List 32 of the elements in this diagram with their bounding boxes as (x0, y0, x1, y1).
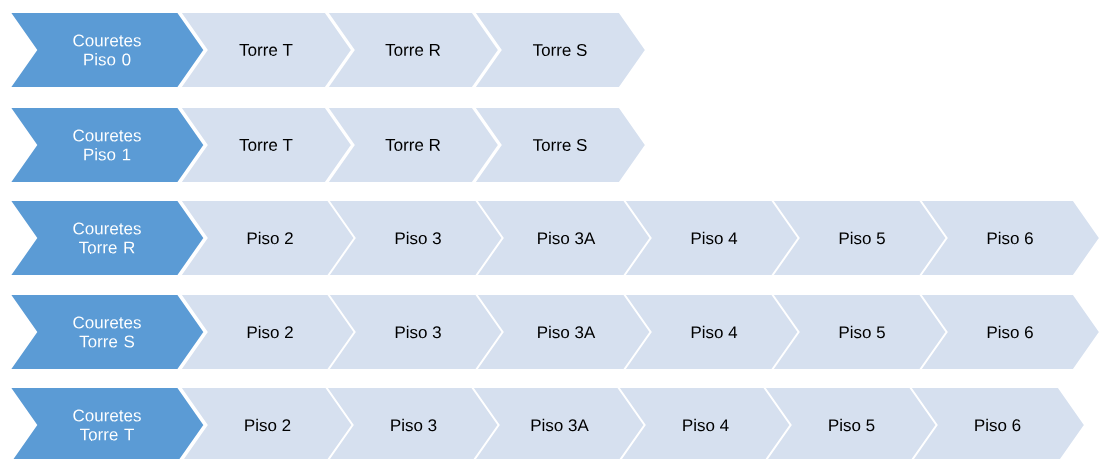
chevron-step: Piso 3A (474, 293, 658, 371)
chevron-step: Torre T (178, 106, 354, 184)
chevron-header: Couretes Piso 0 (7, 11, 206, 89)
chevron-step: Torre S (472, 11, 648, 89)
chevron-step: Torre R (325, 106, 501, 184)
chevron-step: Piso 3A (474, 199, 658, 277)
chevron-step: Piso 5 (770, 199, 954, 277)
node-label: Piso 5 (829, 418, 875, 432)
chevron-header: Couretes Torre S (7, 293, 206, 371)
chevron-step: Piso 6 (918, 293, 1102, 371)
chevron-step: Piso 3 (326, 199, 510, 277)
chevron-step: Torre S (472, 106, 648, 184)
chevron-step: Torre T (178, 11, 354, 89)
chevron-step: Piso 6 (918, 199, 1102, 277)
chevron-step: Piso 2 (178, 199, 362, 277)
node-label: Piso 6 (975, 418, 1021, 432)
chevron-step: Piso 2 (178, 293, 362, 371)
chevron-step: Torre R (325, 11, 501, 89)
chevron-step: Piso 4 (622, 293, 806, 371)
node-label: Piso 2 (245, 418, 291, 432)
node-label: Piso 4 (683, 418, 729, 432)
chevron-header: Couretes Torre R (7, 199, 206, 277)
chevron-step: Piso 5 (770, 293, 954, 371)
chevron-step: Piso 3 (326, 293, 510, 371)
node-label: Piso 3 (391, 418, 437, 432)
node-label: Piso 3A (531, 418, 589, 432)
chevron-header: Couretes Piso 1 (7, 106, 206, 184)
node-label: Piso 6 (987, 231, 1033, 245)
chevron-step: Piso 6 (908, 386, 1087, 459)
chevron-step: Piso 4 (622, 199, 806, 277)
chevron-header: Couretes Torre T (7, 386, 206, 459)
node-label: Piso 6 (987, 325, 1033, 339)
